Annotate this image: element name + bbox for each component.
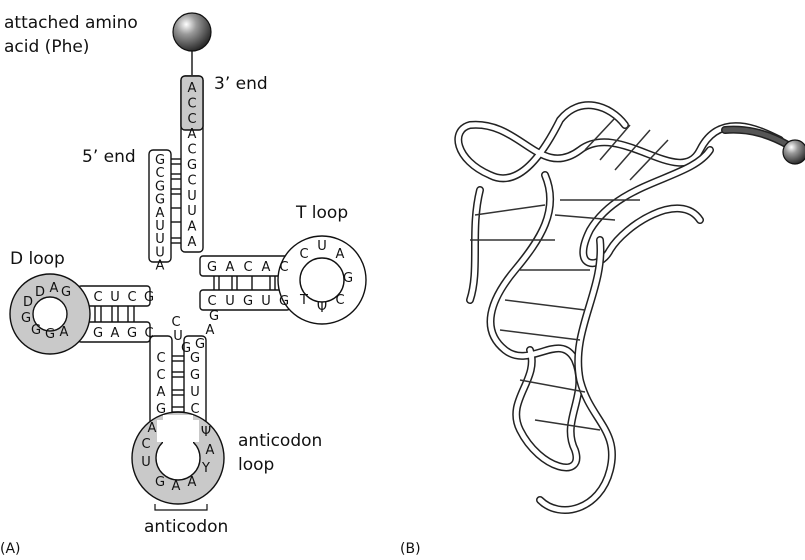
- nucleotide-t_arm_top-4: C: [279, 260, 288, 275]
- nucleotide-acceptor_3prime_strand-9: A: [188, 220, 197, 235]
- nucleotide-t_arm_top-1: A: [226, 260, 235, 275]
- panel-b-label: (B): [400, 541, 421, 557]
- nucleotide-acceptor_3prime_strand-8: U: [187, 204, 197, 219]
- nucleotide-anticodon_stem_left-0: C: [156, 351, 165, 366]
- panel-b-amino-acid-sphere: [725, 130, 805, 164]
- nucleotide-d_loop-7: A: [60, 325, 69, 340]
- nucleotide-anticodon_stem_left-1: C: [156, 368, 165, 383]
- nucleotide-t_arm_top-2: C: [243, 260, 252, 275]
- nucleotide-d_loop-1: A: [50, 281, 59, 296]
- nucleotide-anticodon_stem_left-3: G: [156, 402, 166, 417]
- amino-acid-label-1: attached amino: [4, 13, 138, 33]
- nucleotide-t_arm_bottom-1: U: [225, 294, 235, 309]
- nucleotide-d_loop-2: D: [35, 285, 45, 300]
- nucleotide-t_loop-5: Ψ: [317, 301, 327, 316]
- nucleotide-anticodon_loop-2: U: [141, 455, 151, 470]
- nucleotide-anticodon_loop-1: C: [141, 437, 150, 452]
- nucleotide-d_arm_top-0: C: [93, 290, 102, 305]
- nucleotide-anticodon_loop-6: Y: [201, 461, 210, 476]
- nucleotide-t_arm_bottom-0: C: [207, 294, 216, 309]
- nucleotide-t_loop-3: G: [343, 271, 353, 286]
- panel-a-label: (A): [0, 541, 21, 557]
- ribbon-rungs: [470, 118, 668, 430]
- anticodon-label: anticodon: [144, 517, 228, 537]
- nucleotide-acceptor_3prime_strand-2: C: [187, 112, 196, 127]
- nucleotide-acceptor_5prime_strand-8: A: [156, 259, 165, 274]
- nucleotide-t_arm_bottom-4: G: [279, 294, 289, 309]
- amino-acid-sphere: [173, 13, 211, 75]
- nucleotide-anticodon_loop-8: Ψ: [201, 425, 211, 440]
- nucleotide-anticodon_loop-7: A: [206, 443, 215, 458]
- nucleotide-acceptor_3prime_strand-4: C: [187, 143, 196, 158]
- anticodon-bracket: [155, 504, 207, 510]
- nucleotide-acceptor_3prime_strand-10: A: [188, 235, 197, 250]
- nucleotide-d_loop-3: D: [23, 295, 33, 310]
- nucleotide-variable_loop-2: G: [181, 341, 191, 356]
- nucleotide-d_arm_top-1: U: [110, 290, 120, 305]
- nucleotide-t_arm_bottom-2: G: [243, 294, 253, 309]
- panel-a-cloverleaf: attached amino acid (Phe) 3’ end 5’ end …: [0, 13, 366, 557]
- nucleotide-variable_loop-4: A: [206, 323, 215, 338]
- nucleotide-anticodon_loop-3: G: [155, 475, 165, 490]
- nucleotide-anticodon_loop-4: A: [172, 479, 181, 494]
- amino-acid-label-2: acid (Phe): [4, 37, 89, 57]
- panel-b-3d-ribbon: (B): [400, 105, 805, 557]
- nucleotide-t_loop-1: U: [317, 239, 327, 254]
- nucleotide-acceptor_3prime_strand-5: G: [187, 158, 197, 173]
- five-prime-end-label: 5’ end: [82, 147, 136, 167]
- nucleotide-anticodon_stem_right-3: C: [190, 402, 199, 417]
- nucleotide-variable_loop-5: G: [209, 309, 219, 324]
- nucleotide-t_arm_top-3: A: [262, 260, 271, 275]
- nucleotide-anticodon_loop-5: A: [188, 475, 197, 490]
- d-loop-label: D loop: [10, 249, 65, 269]
- nucleotide-acceptor_3prime_strand-1: C: [187, 96, 196, 111]
- nucleotide-acceptor_3prime_strand-6: C: [187, 173, 196, 188]
- nucleotide-t_arm_top-0: G: [207, 260, 217, 275]
- nucleotide-d_loop-5: G: [31, 323, 41, 338]
- nucleotide-variable_loop-3: G: [195, 337, 205, 352]
- nucleotide-d_arm_top-2: C: [127, 290, 136, 305]
- anticodon-loop-label-2: loop: [238, 455, 274, 475]
- anticodon-loop-label-1: anticodon: [238, 431, 322, 451]
- nucleotide-acceptor_3prime_strand-0: A: [188, 81, 197, 96]
- nucleotide-anticodon_stem_left-2: A: [157, 385, 166, 400]
- nucleotide-t_loop-6: T: [299, 293, 308, 308]
- nucleotide-t_loop-4: C: [335, 293, 344, 308]
- nucleotide-anticodon_loop-0: A: [148, 421, 157, 436]
- nucleotide-t_loop-2: A: [336, 247, 345, 262]
- nucleotide-d_arm_top-3: G: [144, 290, 154, 305]
- nucleotide-d_loop-0: G: [61, 285, 71, 300]
- nucleotide-d_arm_bottom-0: G: [93, 326, 103, 341]
- nucleotide-d_arm_bottom-3: C: [144, 326, 153, 341]
- nucleotide-anticodon_stem_right-1: G: [190, 368, 200, 383]
- nucleotide-d_loop-4: G: [21, 311, 31, 326]
- nucleotide-anticodon_stem_right-0: G: [190, 351, 200, 366]
- nucleotide-variable_loop-0: C: [171, 315, 180, 330]
- nucleotide-acceptor_3prime_strand-3: A: [188, 127, 197, 142]
- three-prime-end-label: 3’ end: [214, 74, 268, 94]
- nucleotide-d_arm_bottom-1: A: [111, 326, 120, 341]
- nucleotide-d_arm_bottom-2: G: [127, 326, 137, 341]
- nucleotide-acceptor_3prime_strand-7: U: [187, 189, 197, 204]
- nucleotide-t_loop-0: C: [299, 247, 308, 262]
- nucleotide-t_arm_bottom-3: U: [261, 294, 271, 309]
- t-loop-label: T loop: [295, 203, 348, 223]
- nucleotide-anticodon_stem_right-2: U: [190, 385, 200, 400]
- nucleotide-d_loop-6: G: [45, 327, 55, 342]
